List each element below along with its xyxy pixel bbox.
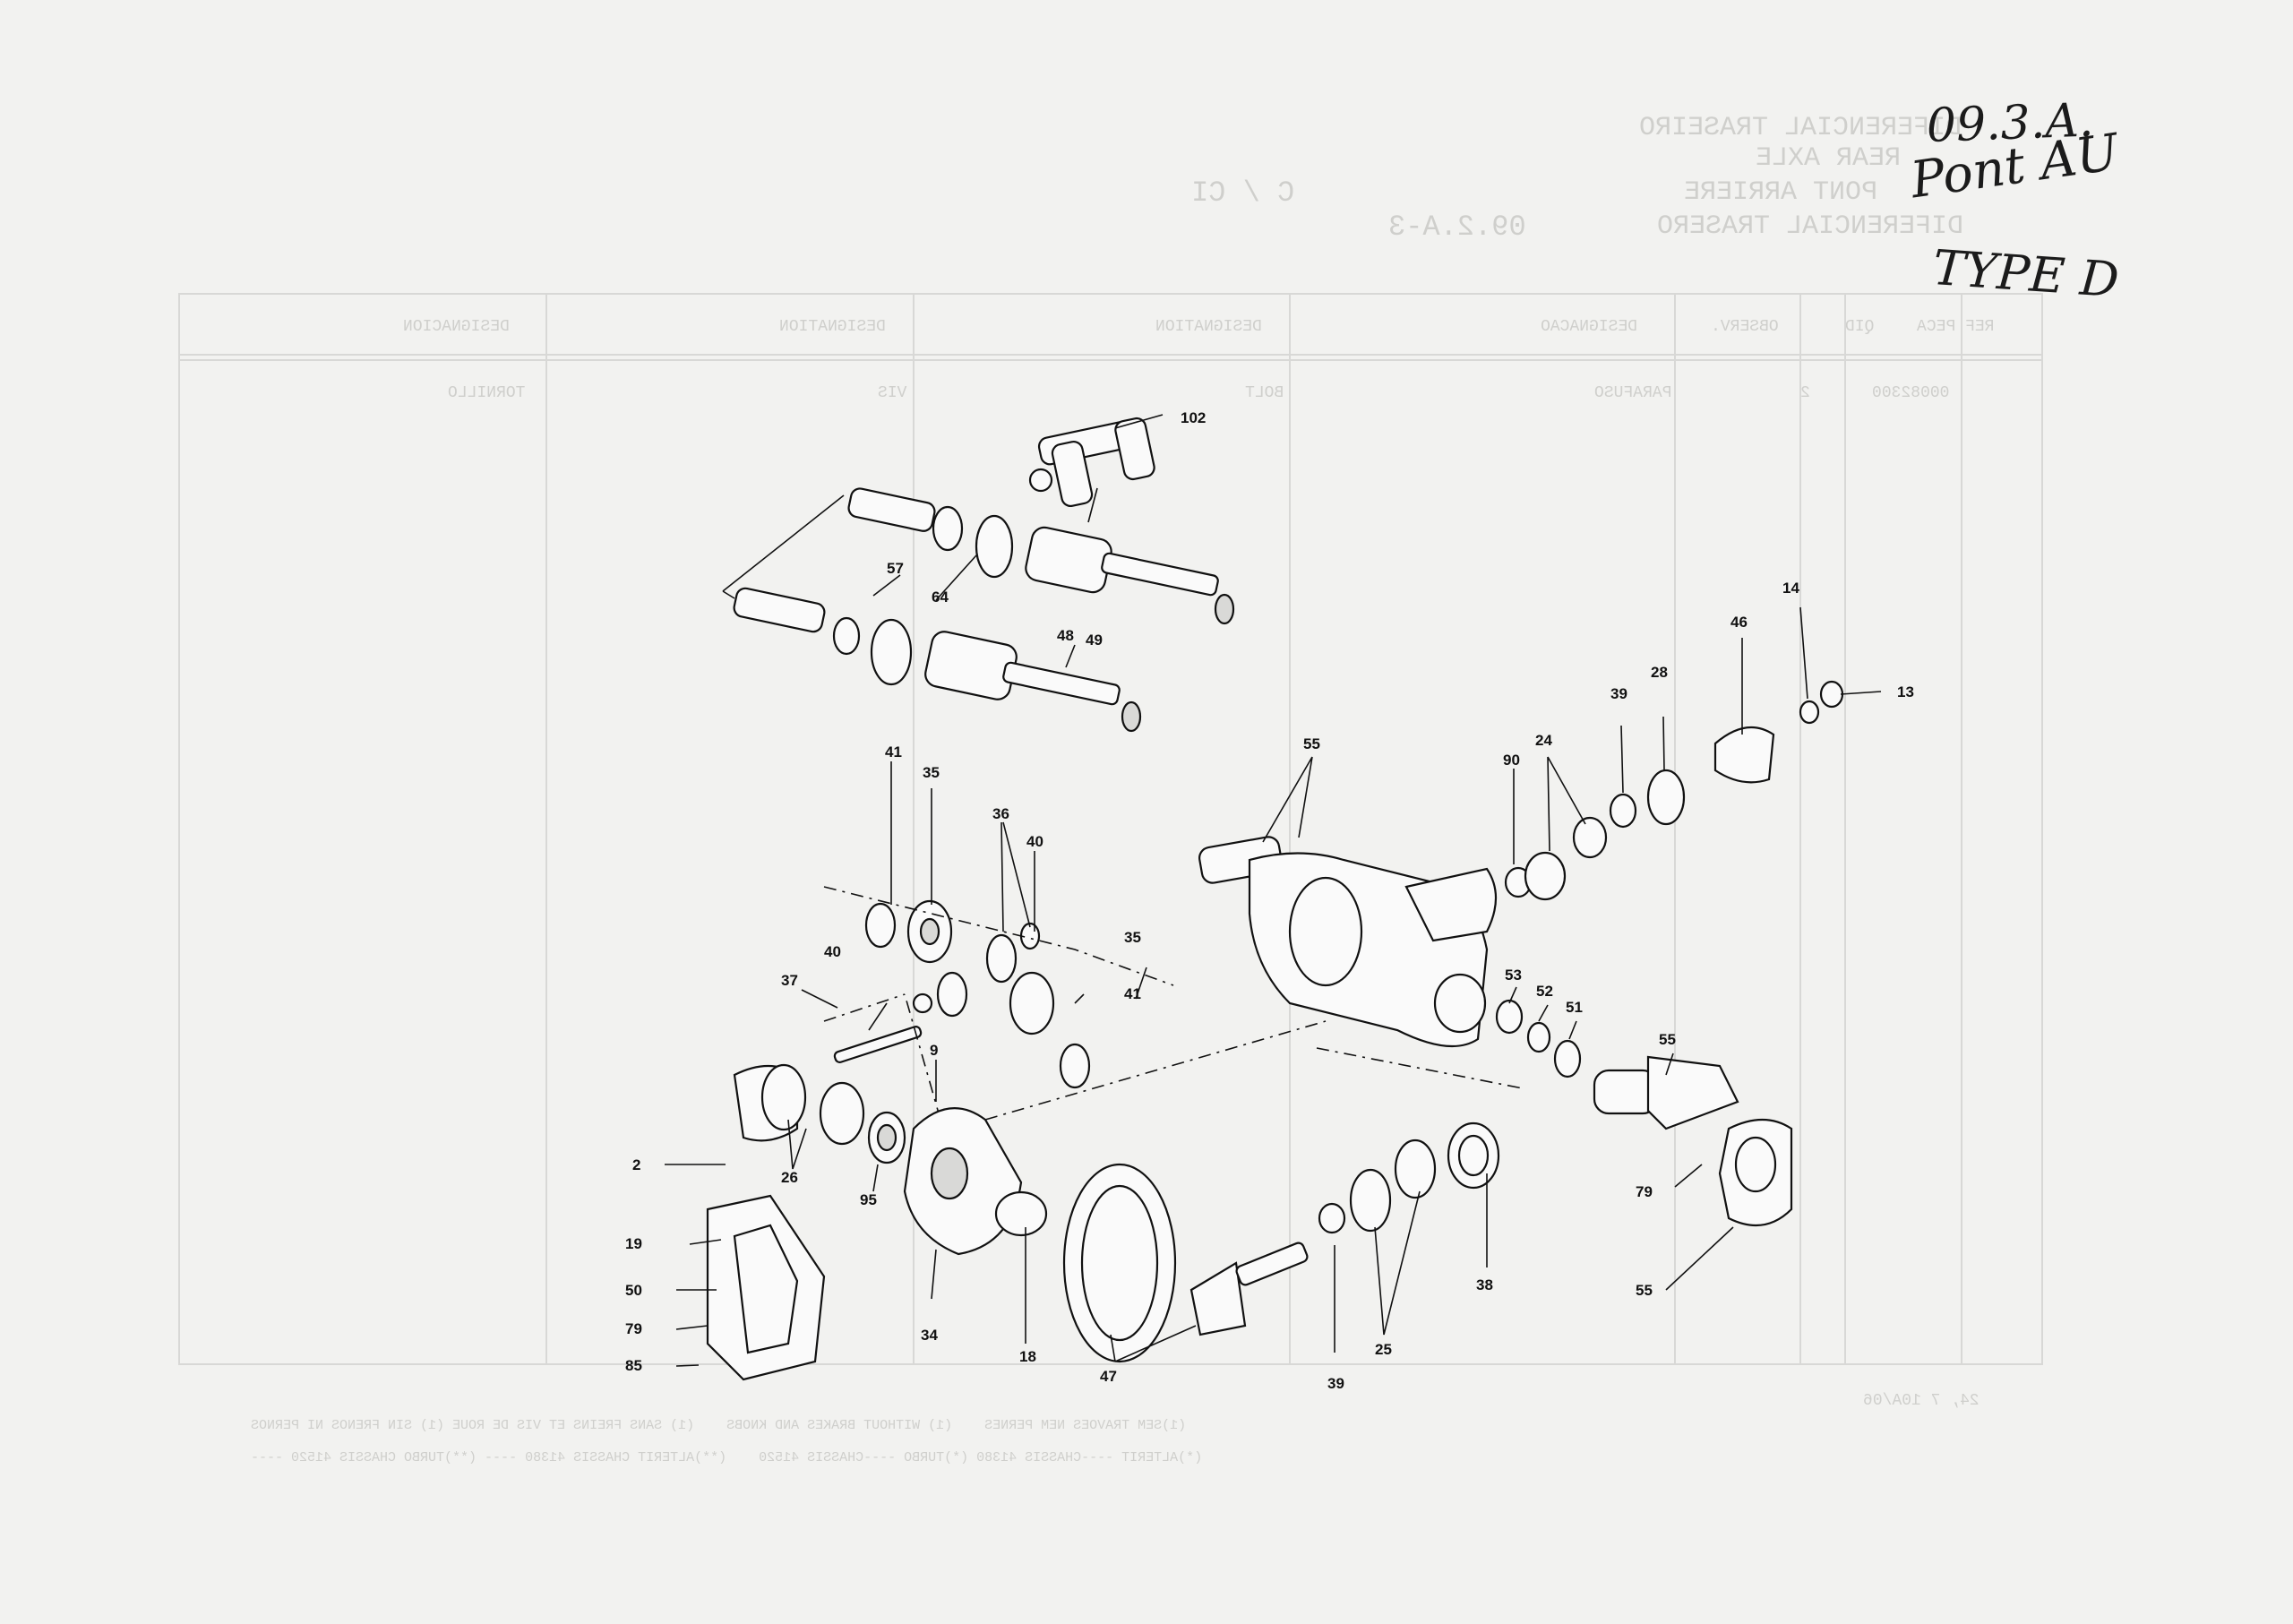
handwritten-line-3: TYPE D [1930,239,2121,309]
axle-housing [1198,836,1497,1048]
leader-lines [665,414,1882,1367]
label-9: 9 [930,1042,938,1059]
label-24: 24 [1535,732,1552,749]
label-52: 52 [1536,983,1553,1000]
reference-labels: 102 57 64 48 49 41 35 36 40 35 40 41 37 … [625,409,1914,1392]
pinion-flange [1713,680,1844,784]
label-95: 95 [860,1191,877,1208]
axle-cover [706,1194,826,1381]
label-2: 2 [632,1156,640,1173]
label-53: 53 [1505,967,1522,984]
label-40-a: 40 [1026,833,1043,850]
label-37: 37 [781,972,798,989]
label-38: 38 [1476,1276,1493,1293]
label-57: 57 [887,560,904,577]
label-41-b: 41 [1124,985,1141,1002]
label-102: 102 [1181,409,1206,426]
label-55-c: 55 [1636,1282,1653,1299]
differential-case [903,1107,1048,1256]
pinion-seals [1318,1121,1500,1234]
label-79-b: 79 [1636,1183,1653,1200]
universal-joint [1028,417,1155,508]
label-19: 19 [625,1235,642,1252]
label-55-a: 55 [1303,735,1320,752]
label-39-b: 39 [1610,685,1627,702]
label-47: 47 [1100,1368,1117,1385]
steering-knuckle [1593,1055,1793,1227]
label-34: 34 [921,1327,938,1344]
label-26-a: 26 [781,1169,798,1186]
label-64: 64 [932,589,949,606]
label-35-a: 35 [923,764,940,781]
label-41-a: 41 [885,743,902,760]
ring-gear [1062,1163,1177,1363]
label-14: 14 [1782,580,1799,597]
label-48: 48 [1057,627,1074,644]
bleed-table-grid [178,293,2043,1365]
label-39-a: 39 [1327,1375,1344,1392]
pinion-bearings [1495,769,1686,1078]
label-85: 85 [625,1357,642,1374]
drive-shaft-upper [847,487,1235,625]
label-51: 51 [1566,999,1583,1016]
pinion-gear [1189,1242,1309,1336]
label-79-a: 79 [625,1320,642,1337]
label-40-b: 40 [824,943,841,960]
label-90: 90 [1503,752,1520,769]
label-46: 46 [1730,614,1748,631]
label-55-b: 55 [1659,1031,1676,1048]
label-35-b: 35 [1124,929,1141,946]
differential-gears [833,899,1091,1089]
label-36: 36 [992,805,1009,822]
bearing-caps [733,1063,906,1164]
label-49: 49 [1086,632,1103,649]
label-25: 25 [1375,1341,1392,1358]
label-28: 28 [1651,664,1668,681]
label-13: 13 [1897,683,1914,700]
label-18: 18 [1019,1348,1036,1365]
label-50: 50 [625,1282,642,1299]
drive-shaft-lower [733,587,1142,733]
